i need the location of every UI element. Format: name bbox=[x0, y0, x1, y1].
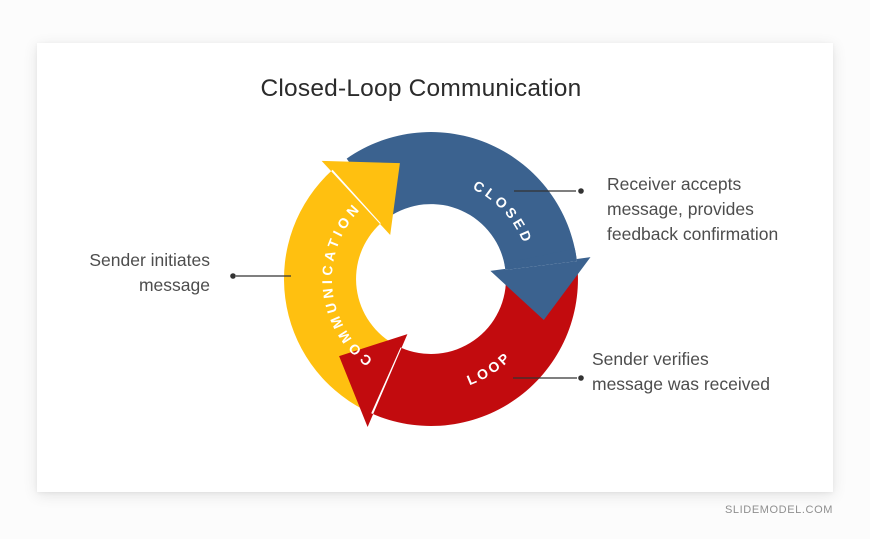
cycle-diagram: CLOSED COMMUNICATION LOOP bbox=[284, 132, 591, 427]
closed-arrowhead bbox=[490, 248, 591, 320]
closed-arc-segment bbox=[346, 132, 577, 270]
callout-sender-initiates-line-1: Sender initiates bbox=[89, 250, 210, 270]
callout-sender-initiates-line-2: message bbox=[138, 275, 210, 295]
loop-arc-segment bbox=[339, 268, 578, 427]
callout-sender-verifies: Sender verifies message was received bbox=[592, 347, 827, 397]
callout-receiver-line-2: message, provides bbox=[607, 199, 754, 219]
callout-sender-verifies-line-1: Sender verifies bbox=[592, 349, 709, 369]
watermark: SLIDEMODEL.COM bbox=[724, 504, 833, 516]
slide-title: Closed-Loop Communication bbox=[260, 75, 582, 102]
callout-sender-verifies-line-2: message was received bbox=[592, 374, 770, 394]
callout-receiver-line-3: feedback confirmation bbox=[607, 224, 779, 244]
callout-receiver-line-1: Receiver accepts bbox=[607, 174, 742, 194]
callout-sender-initiates: Sender initiates message bbox=[40, 248, 210, 298]
callout-receiver: Receiver accepts message, provides feedb… bbox=[607, 172, 822, 247]
